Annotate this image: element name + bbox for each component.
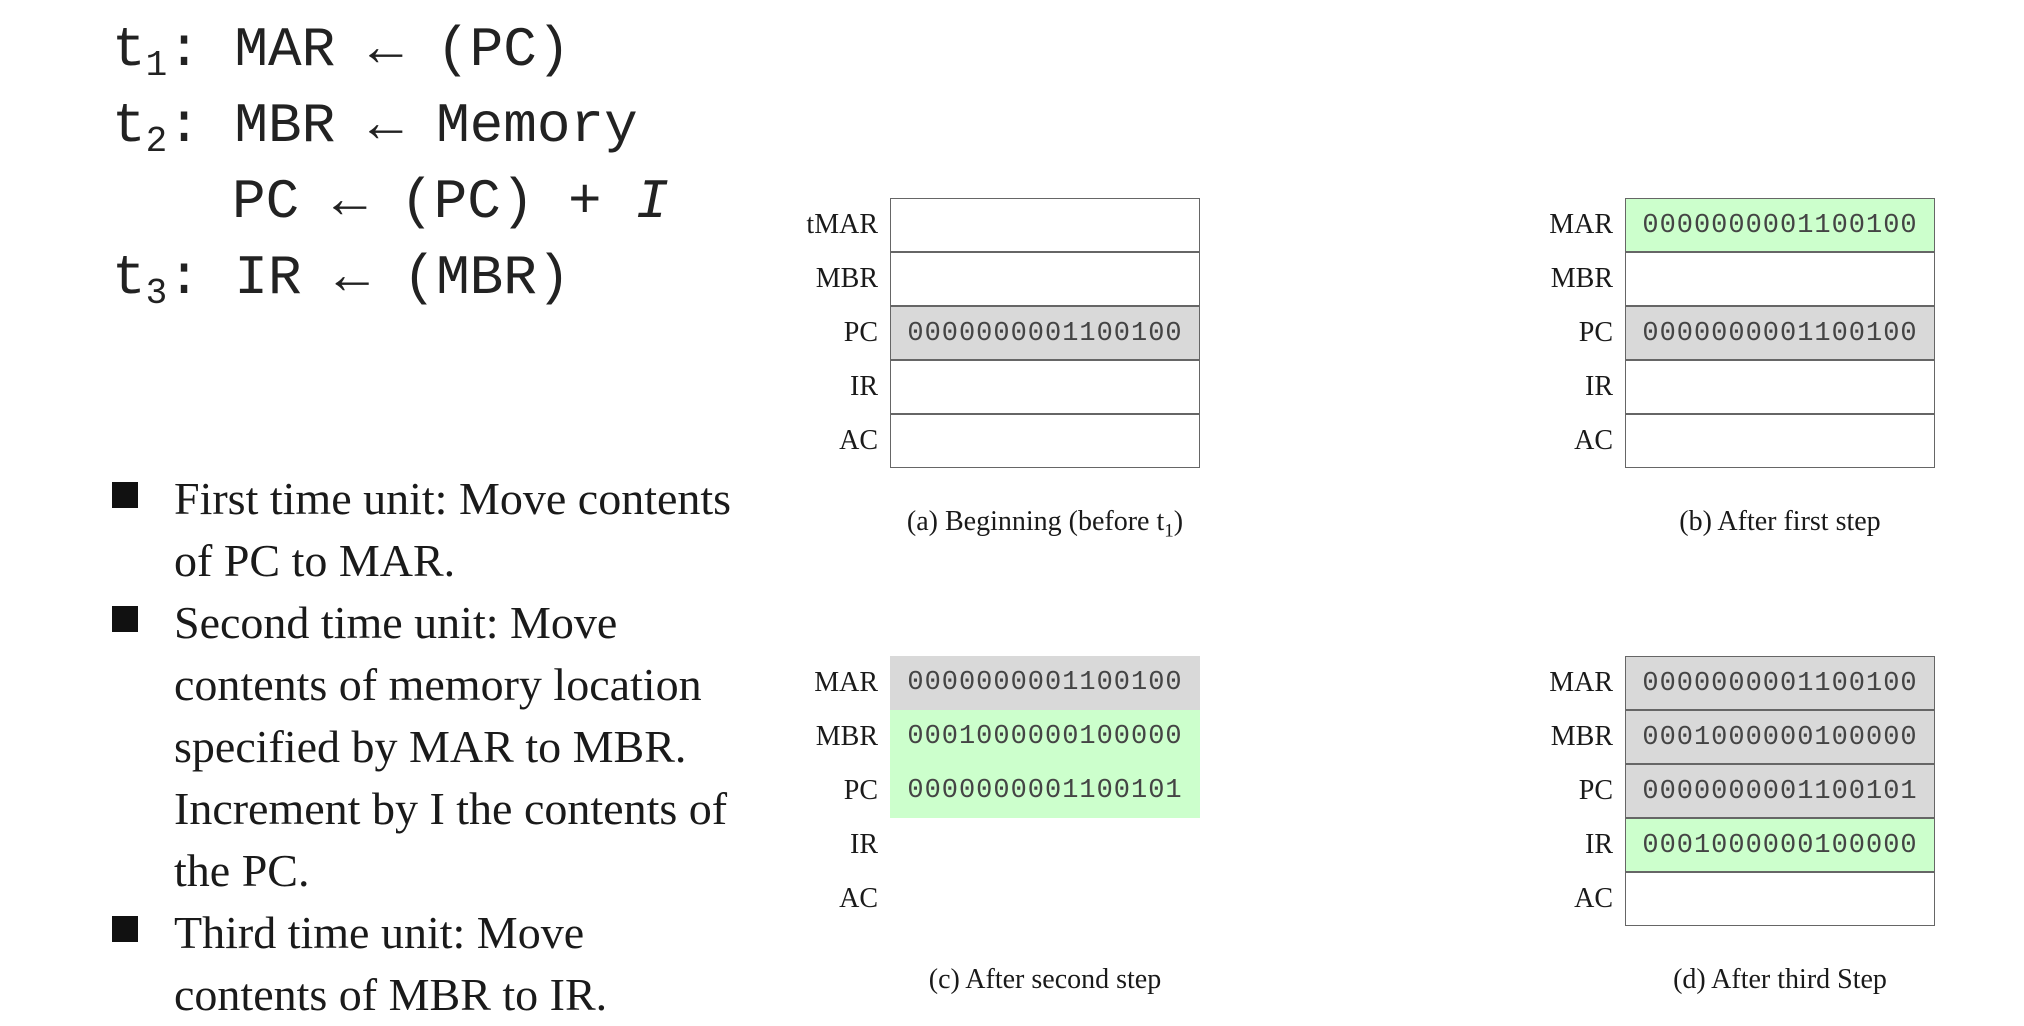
panel-d-caption: (d) After third Step [1673, 964, 1887, 995]
rtl-t1-symbol: t [112, 18, 146, 82]
caption-text: (a) Beginning (before t [906, 506, 1165, 537]
register-box: 0000000001100100 [890, 656, 1200, 710]
register-label: AC [839, 425, 878, 456]
register-label: AC [1574, 425, 1613, 456]
register-box [1625, 360, 1935, 414]
register-box [890, 252, 1200, 306]
rtl-t1-subscript: 1 [145, 45, 168, 86]
bullet-item: First time unit: Move contents of PC to … [108, 468, 748, 592]
register-box [1625, 872, 1935, 926]
bullet-text: Third time unit: Move contents of MBR to… [174, 907, 608, 1020]
register-label: IR [1585, 371, 1613, 402]
rtl-t3-subscript: 3 [145, 273, 168, 314]
register-box [1625, 252, 1935, 306]
register-label: PC [1578, 317, 1613, 348]
square-bullet-icon [112, 482, 138, 508]
register-label: MAR [1549, 667, 1613, 698]
rtl-t3-text: : IR ← (MBR) [167, 246, 571, 310]
bullet-text: Second time unit: Move contents of memor… [174, 597, 728, 896]
register-box: 0000000001100100 [1625, 306, 1935, 360]
register-label: MBR [815, 263, 878, 294]
panel-b-caption: (b) After first step [1679, 506, 1881, 537]
bullet-item: Second time unit: Move contents of memor… [108, 592, 748, 902]
rtl-t1-text: : MAR ← (PC) [167, 18, 571, 82]
register-label: IR [1585, 829, 1613, 860]
register-label: IR [850, 371, 878, 402]
rtl-line-t2: t2: MBR ← Memory [112, 98, 638, 160]
register-box: 0000000001100101 [890, 764, 1200, 818]
register-box [890, 818, 1200, 872]
rtl-line-t1: t1: MAR ← (PC) [112, 22, 570, 84]
bullet-list: First time unit: Move contents of PC to … [108, 468, 748, 1026]
bullet-item: Third time unit: Move contents of MBR to… [108, 902, 748, 1026]
register-label: PC [843, 775, 878, 806]
rtl-t2-text: : MBR ← Memory [167, 94, 638, 158]
register-label: MBR [1550, 263, 1613, 294]
rtl-t3-symbol: t [112, 246, 146, 310]
register-box: 0000000001100100 [890, 306, 1200, 360]
caption-subscript: 1 [1164, 520, 1174, 542]
register-box [890, 414, 1200, 468]
register-box: 0000000001100100 [1625, 656, 1935, 710]
register-label: PC [843, 317, 878, 348]
panel-c-caption: (c) After second step [928, 964, 1162, 995]
register-label: MAR [1549, 209, 1613, 240]
register-label: AC [839, 883, 878, 914]
register-box [890, 198, 1200, 252]
register-label: PC [1578, 775, 1613, 806]
rtl-line-pc-increment: PC ← (PC) + I [232, 174, 669, 230]
register-box: 0000000001100101 [1625, 764, 1935, 818]
register-label: MBR [1550, 721, 1613, 752]
rtl-t2-symbol: t [112, 94, 146, 158]
register-box [890, 872, 1200, 926]
register-label: MBR [815, 721, 878, 752]
bullet-text: First time unit: Move contents of PC to … [174, 473, 732, 586]
square-bullet-icon [112, 916, 138, 942]
register-box [1625, 414, 1935, 468]
rtl-line-t3: t3: IR ← (MBR) [112, 250, 570, 312]
rtl-pc-text: PC ← (PC) + [232, 170, 636, 234]
register-box: 0000000001100100 [1625, 198, 1935, 252]
register-box: 0001000000100000 [1625, 710, 1935, 764]
panel-a-caption: (a) Beginning (before t1) [890, 506, 1200, 543]
register-label: MAR [814, 667, 878, 698]
rtl-t2-subscript: 2 [145, 121, 168, 162]
caption-close: ) [1173, 506, 1184, 537]
square-bullet-icon [112, 606, 138, 632]
register-box: 0001000000100000 [890, 710, 1200, 764]
rtl-increment-symbol: I [635, 170, 669, 234]
register-box [890, 360, 1200, 414]
register-box: 0001000000100000 [1625, 818, 1935, 872]
register-label: tMAR [806, 209, 878, 240]
register-label: IR [850, 829, 878, 860]
register-label: AC [1574, 883, 1613, 914]
